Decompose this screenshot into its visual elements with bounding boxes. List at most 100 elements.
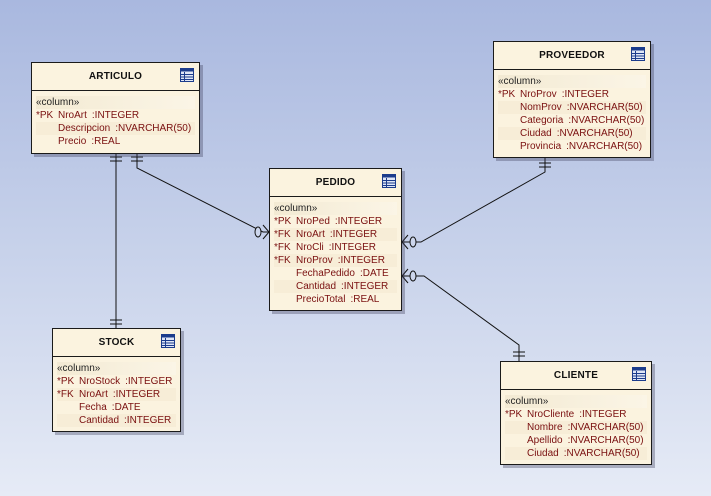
column-type: :INTEGER bbox=[91, 110, 140, 121]
column-row[interactable]: Categoria :NVARCHAR(50) bbox=[498, 114, 646, 127]
column-name: NomProv bbox=[520, 102, 562, 113]
column-type: :NVARCHAR(50) bbox=[563, 448, 640, 459]
column-row[interactable]: Descripcion :NVARCHAR(50) bbox=[36, 122, 195, 135]
column-row[interactable]: FechaPedido :DATE bbox=[274, 267, 397, 280]
column-key bbox=[57, 401, 79, 414]
entity-stock[interactable]: STOCK «column» *PK NroStock :INTEGER *FK… bbox=[52, 328, 181, 432]
entity-name: STOCK bbox=[98, 337, 135, 348]
column-type: :INTEGER bbox=[337, 255, 385, 266]
column-row[interactable]: NomProv :NVARCHAR(50) bbox=[498, 101, 646, 114]
stereotype-label: «column» bbox=[57, 362, 176, 375]
entity-pedido[interactable]: PEDIDO «column» *PK NroPed :INTEGER *FK … bbox=[269, 168, 402, 311]
column-row[interactable]: Ciudad :NVARCHAR(50) bbox=[498, 127, 646, 140]
entity-header: PROVEEDOR bbox=[494, 42, 650, 70]
relationship-articulo-stock[interactable] bbox=[110, 154, 122, 328]
column-name: Cantidad bbox=[79, 415, 120, 426]
entity-name: CLIENTE bbox=[553, 370, 599, 381]
column-name: NroCliente bbox=[527, 409, 575, 420]
column-type: :NVARCHAR(50) bbox=[566, 141, 643, 152]
column-row[interactable]: *PK NroCliente :INTEGER bbox=[505, 408, 647, 421]
column-name: Nombre bbox=[527, 422, 563, 433]
column-name: Categoria bbox=[520, 115, 564, 126]
column-name: NroPed bbox=[296, 216, 330, 227]
column-type: :DATE bbox=[111, 402, 141, 413]
entity-header: CLIENTE bbox=[501, 362, 651, 390]
column-row[interactable]: *FK NroProv :INTEGER bbox=[274, 254, 397, 267]
entity-name: ARTICULO bbox=[88, 71, 143, 82]
column-name: Apellido bbox=[527, 435, 563, 446]
column-key bbox=[505, 447, 527, 460]
entity-proveedor[interactable]: PROVEEDOR «column» *PK NroProv :INTEGER … bbox=[493, 41, 651, 158]
column-type: :INTEGER bbox=[579, 409, 627, 420]
column-type: :INTEGER bbox=[561, 89, 609, 100]
column-row[interactable]: Precio :REAL bbox=[36, 135, 195, 148]
column-key bbox=[498, 101, 520, 114]
column-name: Precio bbox=[58, 136, 87, 147]
column-row[interactable]: *PK NroPed :INTEGER bbox=[274, 215, 397, 228]
column-type: :INTEGER bbox=[341, 281, 389, 292]
column-name: PrecioTotal bbox=[296, 294, 346, 305]
stereotype-label: «column» bbox=[274, 202, 397, 215]
column-row[interactable]: Nombre :NVARCHAR(50) bbox=[505, 421, 647, 434]
column-row[interactable]: Provincia :NVARCHAR(50) bbox=[498, 140, 646, 153]
column-row[interactable]: PrecioTotal :REAL bbox=[274, 293, 397, 306]
column-row[interactable]: Apellido :NVARCHAR(50) bbox=[505, 434, 647, 447]
column-key bbox=[57, 414, 79, 427]
relationship-articulo-pedido[interactable] bbox=[131, 154, 270, 240]
column-type: :NVARCHAR(50) bbox=[568, 115, 645, 126]
column-name: NroProv bbox=[520, 89, 557, 100]
column-row[interactable]: *FK NroCli :INTEGER bbox=[274, 241, 397, 254]
column-row[interactable]: Ciudad :NVARCHAR(50) bbox=[505, 447, 647, 460]
entity-articulo[interactable]: ARTICULO «column» *PK NroArt :INTEGER De… bbox=[31, 62, 200, 154]
column-type: :INTEGER bbox=[329, 229, 378, 240]
column-key: *FK bbox=[274, 242, 291, 253]
entity-header: PEDIDO bbox=[270, 169, 401, 197]
column-name: Cantidad bbox=[296, 281, 337, 292]
table-icon bbox=[180, 68, 194, 82]
column-type: :INTEGER bbox=[125, 376, 173, 387]
column-key bbox=[274, 293, 296, 306]
column-type: :INTEGER bbox=[124, 415, 172, 426]
column-key: *PK bbox=[498, 89, 516, 100]
column-key bbox=[274, 280, 296, 293]
relationship-proveedor-pedido[interactable] bbox=[401, 158, 551, 250]
column-name: Ciudad bbox=[527, 448, 559, 459]
column-key: *PK bbox=[57, 376, 75, 387]
entity-cliente[interactable]: CLIENTE «column» *PK NroCliente :INTEGER… bbox=[500, 361, 652, 465]
column-name: Fecha bbox=[79, 402, 107, 413]
column-name: Descripcion bbox=[58, 123, 111, 134]
column-row[interactable]: Cantidad :INTEGER bbox=[57, 414, 176, 427]
column-key bbox=[36, 122, 58, 135]
table-icon bbox=[632, 367, 646, 381]
entity-name: PROVEEDOR bbox=[539, 50, 605, 61]
column-row[interactable]: *PK NroArt :INTEGER bbox=[36, 109, 195, 122]
column-type: :NVARCHAR(50) bbox=[567, 422, 644, 433]
table-icon bbox=[382, 174, 396, 188]
column-row[interactable]: *FK NroArt :INTEGER bbox=[274, 228, 397, 241]
column-name: NroProv bbox=[296, 255, 333, 266]
column-row[interactable]: Cantidad :INTEGER bbox=[274, 280, 397, 293]
column-name: NroArt bbox=[79, 389, 108, 400]
column-type: :NVARCHAR(50) bbox=[556, 128, 633, 139]
column-name: NroArt bbox=[58, 110, 87, 121]
column-type: :INTEGER bbox=[328, 242, 377, 253]
column-row[interactable]: *PK NroStock :INTEGER bbox=[57, 375, 176, 388]
column-key bbox=[498, 140, 520, 153]
column-key bbox=[498, 127, 520, 140]
relationship-cliente-pedido[interactable] bbox=[401, 268, 525, 361]
column-key: *PK bbox=[505, 409, 523, 420]
column-type: :NVARCHAR(50) bbox=[115, 123, 192, 134]
table-icon bbox=[631, 47, 645, 61]
column-key: *FK bbox=[57, 389, 74, 400]
column-row[interactable]: *FK NroArt :INTEGER bbox=[57, 388, 176, 401]
column-key bbox=[274, 267, 296, 280]
entity-name: PEDIDO bbox=[315, 177, 356, 188]
column-key bbox=[498, 114, 520, 127]
column-row[interactable]: *PK NroProv :INTEGER bbox=[498, 88, 646, 101]
column-name: NroStock bbox=[79, 376, 121, 387]
column-name: Provincia bbox=[520, 141, 562, 152]
column-row[interactable]: Fecha :DATE bbox=[57, 401, 176, 414]
column-name: NroArt bbox=[296, 229, 325, 240]
